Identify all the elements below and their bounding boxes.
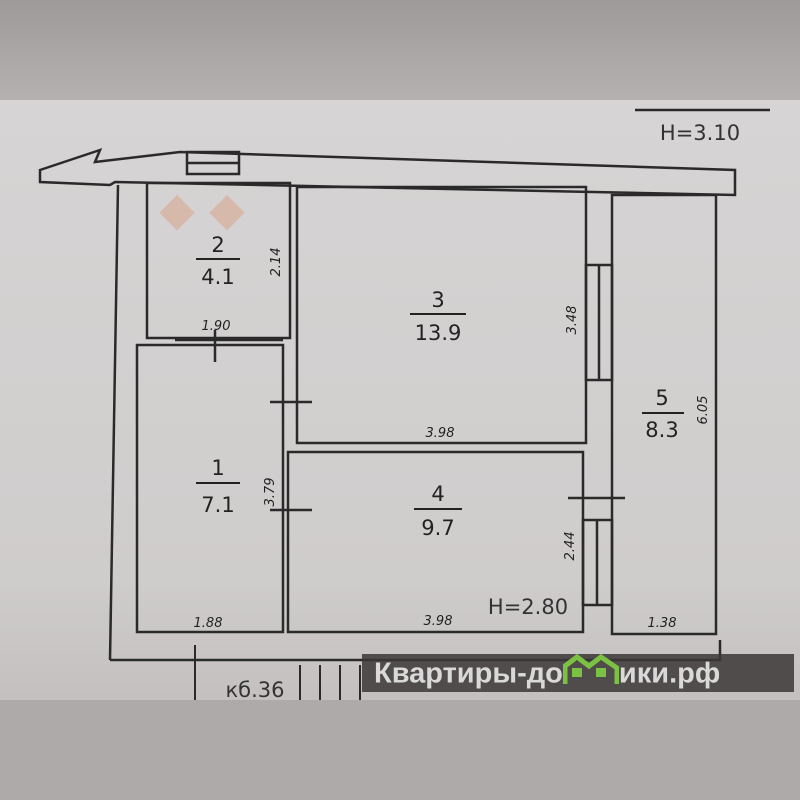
watermark-prefix: Квартиры-до [374,657,563,690]
room-5-number: 5 [655,386,668,410]
room-4-number: 4 [431,482,444,506]
room-1-dim-width: 1.88 [194,616,223,631]
room-4-ceiling-height: H=2.80 [488,595,568,619]
room-3-number: 3 [431,288,444,312]
room-4-dim-height: 2.44 [563,532,578,561]
room-1-dim-height: 3.79 [263,478,278,507]
houses-logo-icon [562,653,620,696]
room-5-dim-height: 6.05 [696,396,711,425]
room-4-area: 9.7 [421,516,454,540]
watermark: Квартиры-до ики.рф [362,653,794,692]
room-4-dim-width: 3.98 [424,614,453,629]
outer-wall-left [108,184,120,661]
room-2-dim-height: 2.14 [269,248,284,277]
paper-sheet [0,100,800,700]
room-2-outline [145,181,292,340]
faint-logo [159,195,245,231]
photo-background-top [0,0,800,100]
outer-wall-top [38,147,737,197]
room-2-dim-width: 1.90 [202,319,231,334]
main-ceiling-height: H=3.10 [660,121,740,145]
room-1-outline [135,343,285,634]
room-3-area: 13.9 [415,321,462,345]
room-5-area: 8.3 [645,418,678,442]
room-5-dim-width: 1.38 [648,616,677,631]
room-2-number: 2 [211,233,224,257]
room-3-dim-height: 3.48 [565,306,580,335]
room-1-number: 1 [211,456,224,480]
room-1-area: 7.1 [201,493,234,517]
room-5-outline [610,193,718,636]
photo-background-bottom [0,700,800,800]
room-3-dim-width: 3.98 [426,426,455,441]
bottom-label: кб.36 [225,678,284,702]
watermark-suffix: ики.рф [618,657,721,690]
room-2-area: 4.1 [201,265,234,289]
